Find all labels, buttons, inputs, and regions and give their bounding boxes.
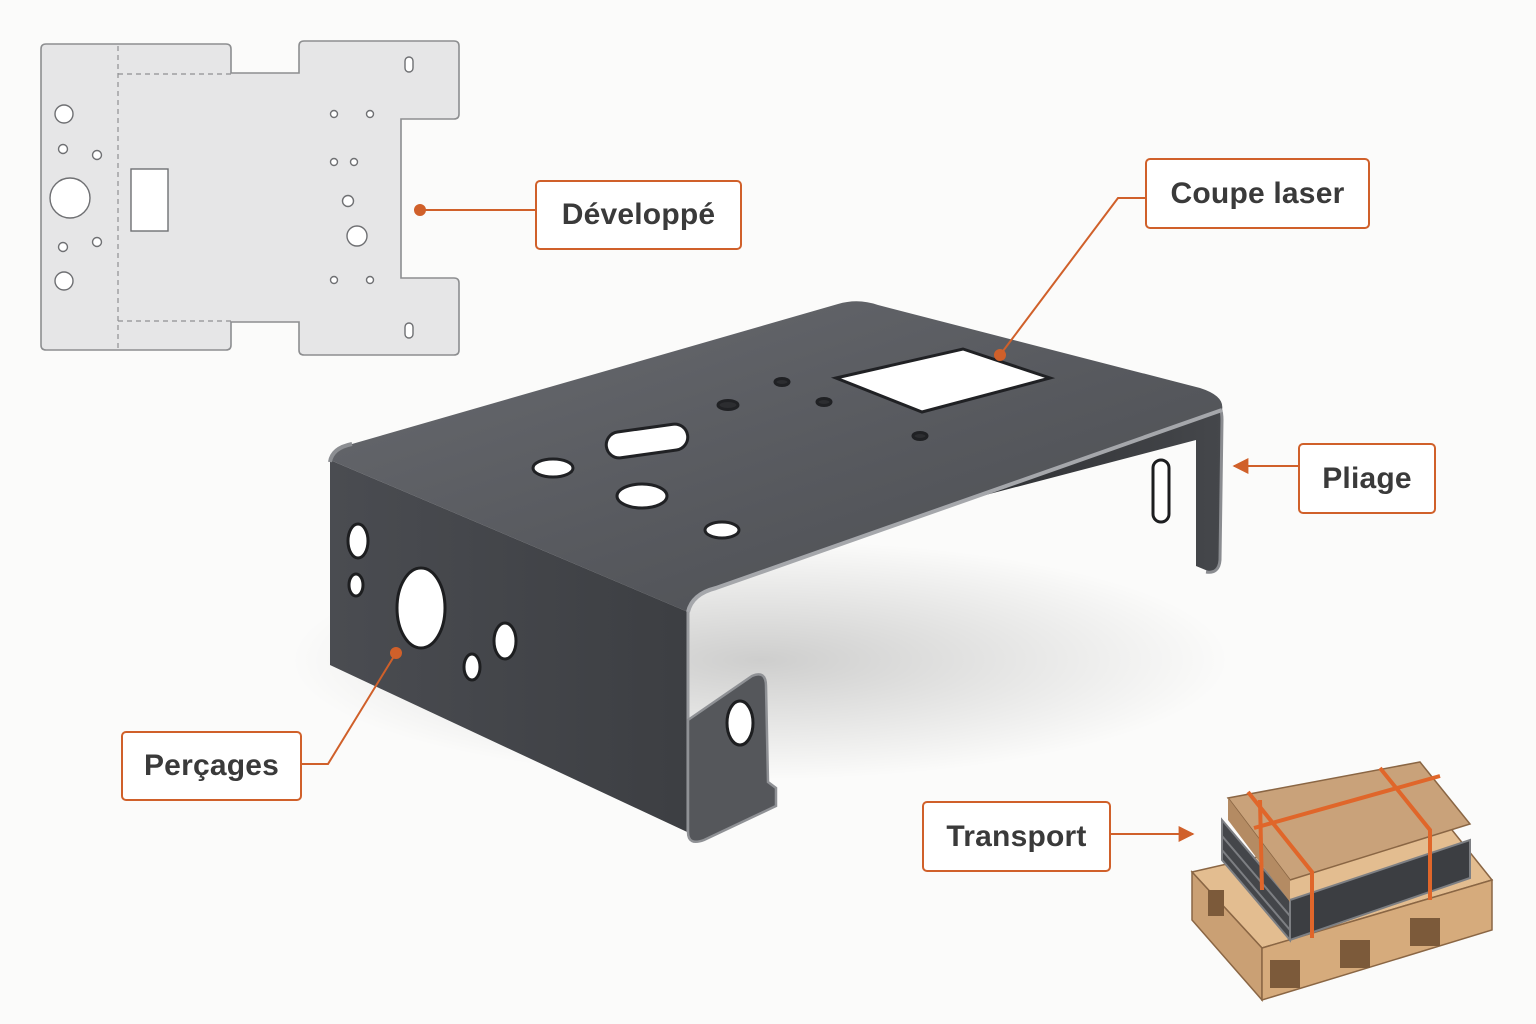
- label-coupe-laser: Coupe laser: [1145, 158, 1370, 229]
- straps: [1246, 766, 1441, 938]
- bend-lines: [117, 46, 231, 348]
- stacked-sheets: [1221, 817, 1471, 943]
- bent-bracket-3d: [290, 301, 1230, 843]
- left-flange-holes: [346, 522, 518, 682]
- pallet-package: [1190, 761, 1494, 1002]
- leader-lines: [302, 197, 1298, 842]
- right-flange: [978, 400, 1222, 572]
- tab-hole: [725, 699, 755, 747]
- laser-cut-window: [830, 347, 1056, 414]
- flange-slot: [1151, 458, 1171, 524]
- flat-sheet-outline: [40, 40, 460, 356]
- flat-pattern-drawing: [40, 40, 460, 356]
- label-transport: Transport: [922, 801, 1111, 872]
- label-pliage: Pliage: [1298, 443, 1436, 514]
- top-plate-holes: [531, 347, 1056, 540]
- label-developpe: Développé: [535, 180, 742, 250]
- flat-holes: [49, 56, 414, 339]
- mounting-tab: [686, 673, 778, 843]
- label-percages: Perçages: [121, 731, 302, 801]
